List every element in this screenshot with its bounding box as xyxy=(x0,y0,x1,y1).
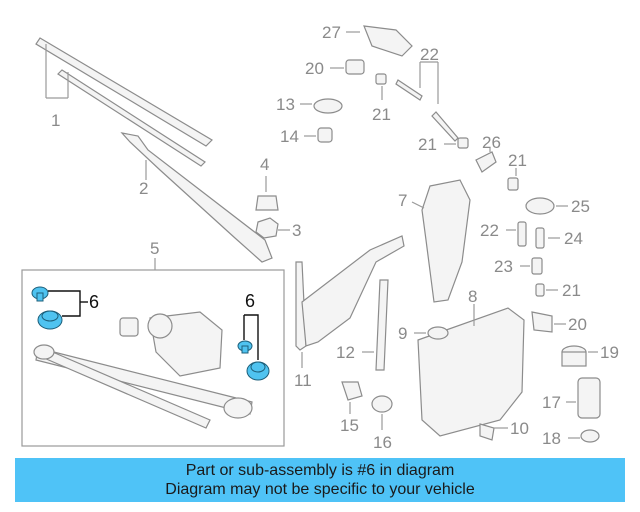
callout-9: 9 xyxy=(398,324,407,343)
callout-2: 2 xyxy=(139,179,148,198)
plug-23 xyxy=(520,257,543,275)
support-arm xyxy=(362,279,389,371)
callout-6-left[interactable]: 6 xyxy=(89,292,99,312)
callout-22-right: 22 xyxy=(480,221,499,240)
callout-11: 11 xyxy=(294,371,312,390)
sensor-15 xyxy=(341,381,363,414)
callout-23: 23 xyxy=(494,257,513,276)
bracket xyxy=(295,235,405,368)
connector-21-right xyxy=(507,168,519,191)
connector-21-low xyxy=(535,283,558,297)
pump-17 xyxy=(566,377,601,419)
connector-21-top xyxy=(375,73,387,100)
callout-6-right[interactable]: 6 xyxy=(245,291,255,311)
banner-line-2: Diagram may not be specific to your vehi… xyxy=(165,481,475,498)
callout-3: 3 xyxy=(292,221,301,240)
callout-20-right: 20 xyxy=(568,315,587,334)
grommet-16 xyxy=(371,395,393,430)
clip xyxy=(479,423,508,441)
seal-ring xyxy=(414,326,449,340)
grommet-25 xyxy=(525,197,568,215)
linkage-assembly-box xyxy=(21,258,285,447)
callout-14: 14 xyxy=(280,127,299,146)
part-6-left[interactable] xyxy=(31,286,88,330)
sensor-20-low xyxy=(531,311,566,333)
info-banner: Part or sub-assembly is #6 in diagram Di… xyxy=(15,458,625,502)
callout-12: 12 xyxy=(336,343,355,362)
part-6-right[interactable] xyxy=(237,314,270,381)
callout-21-right: 21 xyxy=(508,151,527,170)
hose-22 xyxy=(395,61,459,142)
cap-19 xyxy=(561,345,598,367)
callout-16: 16 xyxy=(373,433,392,452)
callout-24: 24 xyxy=(564,229,583,248)
nut xyxy=(255,217,290,239)
connector-21-mid xyxy=(444,137,469,149)
callout-20-top: 20 xyxy=(305,59,324,78)
callout-15: 15 xyxy=(340,416,359,435)
callout-21-top: 21 xyxy=(372,105,391,124)
banner-line-1: Part or sub-assembly is #6 in diagram xyxy=(185,462,455,479)
washer-reservoir-top xyxy=(411,179,471,303)
nozzle-27 xyxy=(346,25,413,57)
callout-26: 26 xyxy=(482,133,501,152)
callout-17: 17 xyxy=(542,393,561,412)
callout-7: 7 xyxy=(398,191,407,210)
callout-25: 25 xyxy=(571,197,590,216)
wiper-blade xyxy=(35,37,213,167)
callout-13: 13 xyxy=(276,95,295,114)
nozzle-24 xyxy=(535,227,560,249)
valve-26 xyxy=(475,148,497,173)
callout-22-top: 22 xyxy=(420,45,439,64)
nozzle-20-top xyxy=(330,59,365,75)
callout-21-low: 21 xyxy=(562,281,581,300)
washer-reservoir xyxy=(417,304,525,437)
grommet-14 xyxy=(304,127,333,143)
wiper-arm xyxy=(120,132,273,263)
callout-5: 5 xyxy=(150,239,159,258)
callout-10: 10 xyxy=(510,419,529,438)
callout-19: 19 xyxy=(600,343,619,362)
callout-27: 27 xyxy=(322,23,341,42)
hose-22-right xyxy=(506,221,527,247)
callout-18: 18 xyxy=(542,429,561,448)
grommet-18 xyxy=(568,429,600,443)
cap xyxy=(255,176,279,211)
callout-8: 8 xyxy=(468,287,477,306)
callout-4: 4 xyxy=(260,155,269,174)
callout-1: 1 xyxy=(51,111,60,130)
mount-13 xyxy=(300,98,343,114)
callout-21-mid: 21 xyxy=(418,135,437,154)
